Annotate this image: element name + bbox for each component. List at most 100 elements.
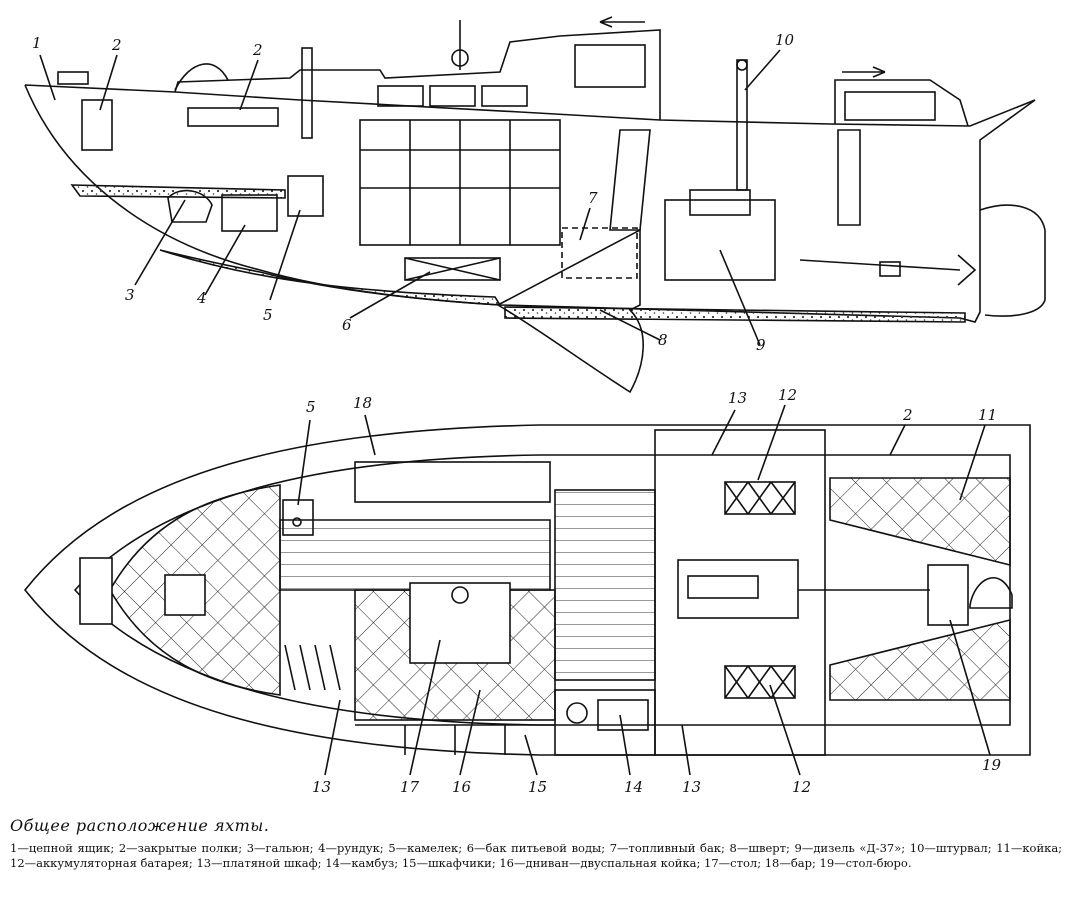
diesel-engine	[664, 199, 776, 281]
side-label: 7	[588, 189, 598, 207]
legend-item: 2—закрытые полки;	[118, 841, 243, 855]
side-label: 1	[32, 34, 42, 52]
side-label: 6	[342, 316, 352, 334]
plan-label: 11	[978, 406, 997, 424]
yacht-general-arrangement-drawing: 1 2 2 3 4 5 6 7 8 9 10	[23, 16, 1046, 796]
plan-label: 14	[624, 778, 643, 796]
chart-table	[927, 564, 969, 626]
legend-item: 6—бак питьевой воды;	[466, 841, 606, 855]
shaft-coupling	[879, 261, 901, 277]
plan-label: 2	[902, 406, 913, 424]
plan-label: 17	[400, 778, 420, 796]
aft-cabin-structure	[834, 79, 969, 127]
doghouse-window	[574, 44, 646, 88]
bow-winch	[57, 71, 89, 85]
plan-label: 13	[728, 389, 747, 407]
plan-label: 5	[306, 398, 316, 416]
legend-item: 7—топливный бак;	[609, 841, 725, 855]
stove-box	[287, 175, 324, 217]
keel-ballast-strip	[504, 306, 966, 323]
plan-label: 13	[682, 778, 701, 796]
figure-caption: Общее расположение яхты. 1—цепной ящик; …	[10, 816, 1062, 870]
plan-label: 13	[312, 778, 331, 796]
arrow-right-icon	[842, 66, 886, 78]
table-pillar	[451, 586, 469, 604]
companion-ladder	[609, 129, 651, 231]
locker-box	[221, 194, 278, 232]
doghouse-window	[429, 85, 476, 107]
steering-wheel-hub	[736, 59, 748, 71]
legend-item: 18—бар;	[764, 855, 816, 870]
cabin-trunk	[174, 29, 661, 120]
legend-item: 9—дизель «Д-37»;	[794, 841, 906, 855]
doghouse-window	[481, 85, 528, 107]
closed-shelves	[187, 107, 279, 127]
propeller	[957, 254, 977, 286]
doghouse-window	[377, 85, 424, 107]
plan-label: 12	[778, 386, 797, 404]
chain-locker-plan	[79, 557, 113, 625]
legend-item: 1—цепной ящик;	[10, 841, 115, 855]
engine-plan	[677, 559, 799, 619]
chain-locker-shelf	[81, 99, 113, 151]
engine-head	[689, 189, 751, 216]
legend-item: 3—гальюн;	[246, 841, 314, 855]
legend-item: 12—аккумуляторная батарея;	[10, 855, 193, 870]
side-label: 8	[658, 331, 668, 349]
legend-item: 15—шкафчики;	[401, 855, 496, 870]
stove-hole	[292, 517, 302, 527]
legend-item: 16—дниван—двуспальная койка;	[499, 855, 701, 870]
legend-item: 11—койка;	[996, 841, 1063, 855]
aft-berth-starboard	[829, 618, 1011, 701]
aft-cabin-window	[844, 91, 936, 121]
bottom-ballast-strip	[159, 249, 502, 306]
steering-column	[736, 59, 748, 191]
side-label: 3	[125, 286, 135, 304]
legend-item: 17—стол;	[704, 855, 762, 870]
forepeak-hatch	[164, 574, 206, 616]
plan-label: 18	[353, 394, 372, 412]
saloon-table	[409, 582, 511, 664]
plan-hull-outline	[23, 424, 1031, 756]
plan-view-labels: 5 18 13 12 2 11 13 17 16 15 14 13 12 19	[306, 386, 1002, 796]
side-label: 9	[756, 336, 766, 354]
bar-counter	[354, 461, 551, 503]
legend-item: 4—рундук;	[318, 841, 384, 855]
legend-item: 19—стол-бюро.	[819, 855, 912, 870]
side-elevation-view	[24, 16, 1046, 394]
aft-berth-port	[829, 477, 1011, 567]
fuel-tank	[561, 227, 638, 279]
battery-port	[724, 481, 796, 515]
engine-room	[654, 429, 826, 756]
aft-ladder	[837, 129, 861, 226]
plan-label: 12	[792, 778, 811, 796]
side-label: 5	[263, 306, 273, 324]
legend-item: 10—штурвал;	[909, 841, 992, 855]
plan-label: 15	[528, 778, 547, 796]
side-label: 2	[111, 36, 122, 54]
vent-cowl	[174, 63, 229, 91]
legend-item: 5—камелек;	[388, 841, 463, 855]
legend-item: 8—шверт;	[729, 841, 790, 855]
side-label: 10	[775, 31, 795, 49]
plan-view	[23, 404, 1031, 776]
caption-title: Общее расположение яхты.	[10, 816, 270, 835]
side-label: 4	[196, 289, 207, 307]
stove-chimney	[301, 47, 313, 139]
centreboard	[496, 228, 644, 394]
wardrobe-rack	[284, 644, 341, 691]
water-tank	[404, 257, 501, 281]
bow-dotted-shelf	[70, 184, 286, 199]
side-deck-line	[24, 84, 1036, 127]
companionway-floor	[554, 489, 656, 681]
rudder	[979, 204, 1046, 317]
galley-burner	[566, 702, 588, 724]
legend-item: 14—камбуз;	[325, 855, 399, 870]
arrow-left-icon	[599, 16, 645, 28]
side-view-labels: 1 2 2 3 4 5 6 7 8 9 10	[32, 31, 795, 354]
saloon-floor	[279, 519, 551, 591]
battery-starboard	[724, 665, 796, 699]
legend: 1—цепной ящик; 2—закрытые полки; 3—галью…	[10, 841, 1062, 870]
side-label: 2	[252, 41, 263, 59]
legend-item: 13—платяной шкаф;	[196, 855, 322, 870]
